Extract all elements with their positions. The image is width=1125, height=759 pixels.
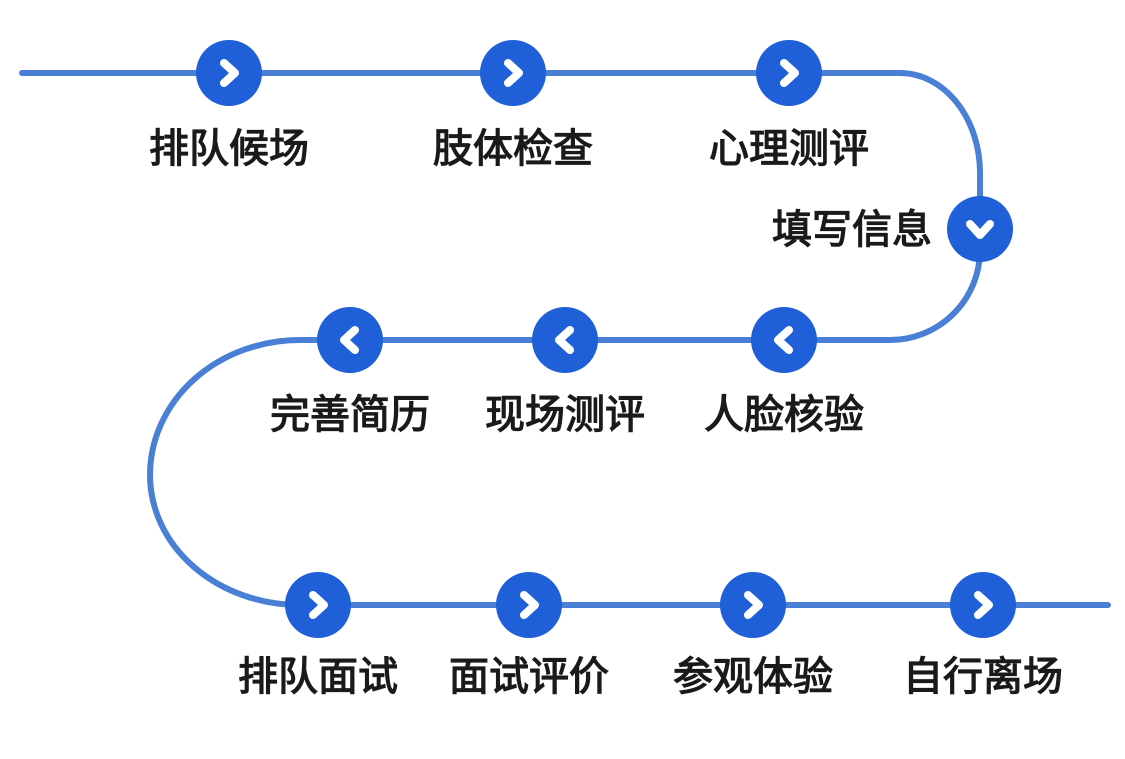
chevron-left-icon <box>774 326 793 354</box>
step-node: 人脸核验 <box>704 307 864 438</box>
chevron-right-icon <box>780 59 799 87</box>
step-label: 人脸核验 <box>704 392 864 438</box>
step-node: 现场测评 <box>485 307 645 438</box>
step-node: 完善简历 <box>270 307 430 438</box>
step-node: 排队候场 <box>149 40 309 172</box>
chevron-left-icon <box>340 326 359 354</box>
step-circle <box>285 572 351 638</box>
step-label: 心理测评 <box>709 126 869 172</box>
step-label: 现场测评 <box>485 392 645 438</box>
chevron-left-icon <box>555 326 574 354</box>
step-node: 参观体验 <box>673 572 833 700</box>
chevron-down-icon <box>966 220 994 239</box>
step-node: 排队面试 <box>238 572 398 700</box>
step-label: 面试评价 <box>449 654 609 700</box>
chevron-right-icon <box>220 59 239 87</box>
step-node: 自行离场 <box>903 572 1063 700</box>
step-circle <box>480 40 546 106</box>
step-node: 填写信息 <box>772 196 1013 262</box>
step-circle <box>947 196 1013 262</box>
chevron-right-icon <box>504 59 523 87</box>
step-label: 填写信息 <box>772 207 932 253</box>
step-circle <box>751 307 817 373</box>
chevron-right-icon <box>520 591 539 619</box>
step-circle <box>532 307 598 373</box>
step-label: 完善简历 <box>270 392 430 438</box>
step-label: 参观体验 <box>673 654 833 700</box>
chevron-right-icon <box>744 591 763 619</box>
step-circle <box>317 307 383 373</box>
step-label: 排队面试 <box>238 654 398 700</box>
flow-track <box>19 70 1111 608</box>
step-circle <box>756 40 822 106</box>
step-circle <box>496 572 562 638</box>
step-node: 面试评价 <box>449 572 609 700</box>
step-circle <box>720 572 786 638</box>
step-label: 自行离场 <box>903 654 1063 700</box>
step-circle <box>196 40 262 106</box>
step-label: 肢体检查 <box>433 126 593 172</box>
step-circle <box>950 572 1016 638</box>
chevron-right-icon <box>309 591 328 619</box>
step-label: 排队候场 <box>149 126 309 172</box>
step-node: 心理测评 <box>709 40 869 172</box>
chevron-right-icon <box>974 591 993 619</box>
step-node: 肢体检查 <box>433 40 593 172</box>
